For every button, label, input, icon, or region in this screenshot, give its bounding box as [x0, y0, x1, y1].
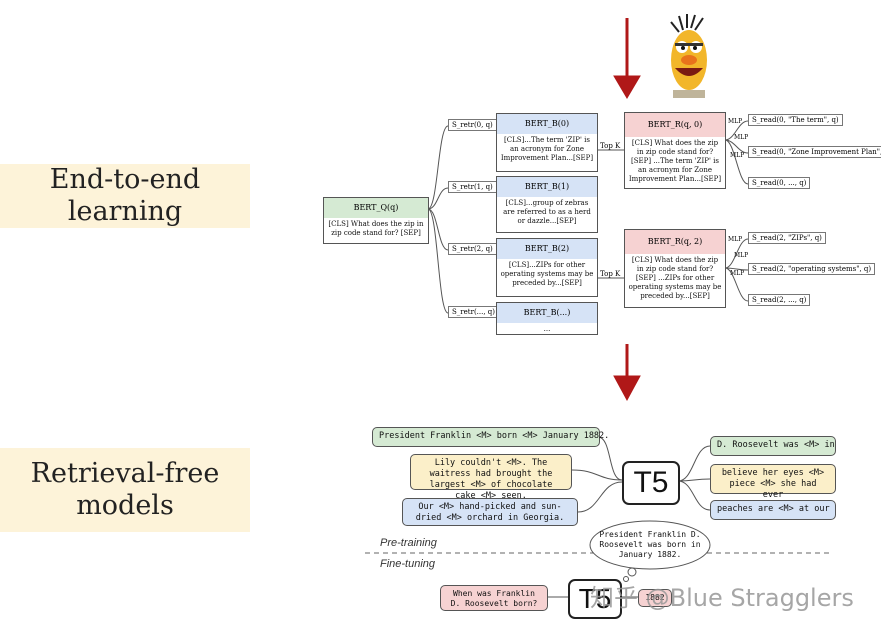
- read-score-0-c: S_read(0, ..., q): [748, 177, 811, 189]
- mlp-label-2c: MLP: [730, 270, 745, 277]
- thought-bubble-text: President Franklin D. Roosevelt was born…: [599, 530, 701, 559]
- bert-b-n-header: BERT_B(...): [496, 302, 598, 324]
- read-score-0-a: S_read(0, "The term", q): [748, 114, 843, 126]
- bert-b-1-header: BERT_B(1): [496, 176, 598, 198]
- bert-b-2-header: BERT_B(2): [496, 238, 598, 260]
- retrieval-score-2: S_retr(2, q): [448, 243, 497, 255]
- bert-b-2-body: [CLS]...ZIPs for other operating systems…: [496, 259, 598, 297]
- t5-model-box: T5: [622, 461, 680, 505]
- mlp-label-0c: MLP: [730, 152, 745, 159]
- bert-r-0-header: BERT_R(q, 0): [624, 112, 726, 138]
- retrieval-score-n: S_retr(..., q): [448, 306, 500, 318]
- mlp-label-0a: MLP: [728, 118, 743, 125]
- retrieval-free-models-label: Retrieval-free models: [0, 448, 250, 532]
- read-score-2-b: S_read(2, "operating systems", q): [748, 263, 876, 275]
- bert-b-n-body: ...: [496, 323, 598, 335]
- bert-q-header: BERT_Q(q): [323, 197, 429, 219]
- bert-b-0-body: [CLS]...The term 'ZIP' is an acronym for…: [496, 134, 598, 172]
- finetuning-label: Fine-tuning: [380, 558, 436, 570]
- puppet-character-icon: [670, 14, 707, 98]
- mlp-label-2b: MLP: [734, 252, 749, 259]
- read-score-0-b: S_read(0, "Zone Improvement Plan", q): [748, 146, 881, 158]
- t5-output-2: peaches are <M> at our: [710, 500, 836, 520]
- top-k-label-0: Top K: [600, 142, 621, 150]
- mlp-label-2a: MLP: [728, 236, 743, 243]
- end-to-end-learning-label: End-to-end learning: [0, 164, 250, 228]
- red-arrow-middle: [613, 344, 641, 402]
- top-k-label-2: Top K: [600, 270, 621, 278]
- retrieval-score-1: S_retr(1, q): [448, 181, 497, 193]
- red-arrow-top: [613, 18, 641, 99]
- pretraining-label: Pre-training: [380, 537, 437, 549]
- bert-r-2-header: BERT_R(q, 2): [624, 229, 726, 255]
- finetune-input: When was Franklin D. Roosevelt born?: [440, 585, 548, 611]
- t5-finetune-box: T5: [568, 579, 622, 619]
- bert-b-0-header: BERT_B(0): [496, 113, 598, 135]
- t5-input-1: Lily couldn't <M>. The waitress had brou…: [410, 454, 572, 501]
- mlp-label-0b: MLP: [734, 134, 749, 141]
- t5-input-2: Our <M> hand-picked and sun-dried <M> or…: [402, 498, 578, 526]
- bert-b-1-body: [CLS]...group of zebras are referred to …: [496, 197, 598, 233]
- finetune-output: 1882: [638, 589, 672, 607]
- t5-input-0: President Franklin <M> born <M> January …: [372, 427, 609, 447]
- read-score-2-c: S_read(2, ..., q): [748, 294, 811, 306]
- t5-output-0: D. Roosevelt was <M> in: [710, 436, 836, 456]
- watermark-text: 知乎 @Blue Stragglers: [590, 584, 854, 612]
- bert-q-body: [CLS] What does the zip in zip code stan…: [323, 218, 429, 244]
- bert-r-2-body: [CLS] What does the zip in zip code stan…: [624, 254, 726, 308]
- read-score-2-a: S_read(2, "ZIPs", q): [748, 232, 826, 244]
- bert-r-0-body: [CLS] What does the zip in zip code stan…: [624, 137, 726, 189]
- t5-output-1: believe her eyes <M> piece <M> she had e…: [710, 464, 836, 500]
- retrieval-score-0: S_retr(0, q): [448, 119, 497, 131]
